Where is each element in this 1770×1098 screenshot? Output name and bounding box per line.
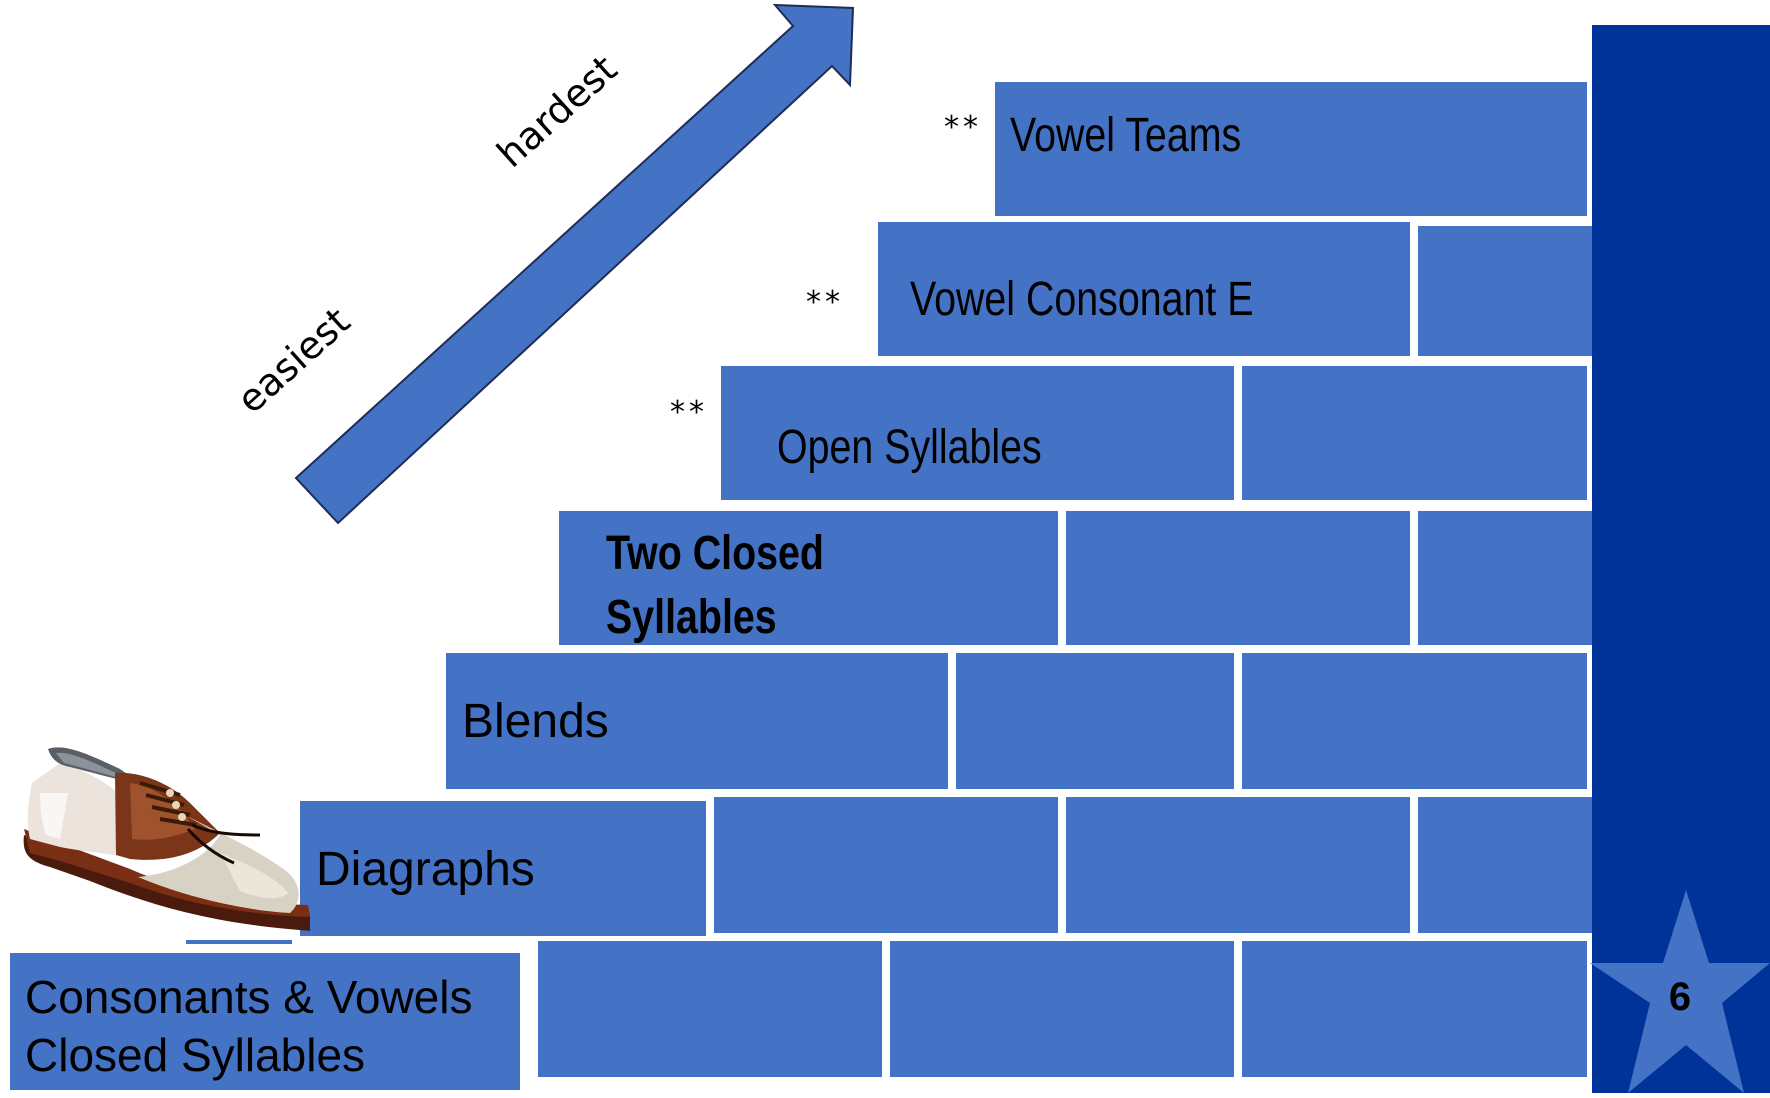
label-blends: Blends [462,695,609,748]
marker-vowel-teams: ** [944,110,982,145]
label-two-closed-line1: Two Closed [606,527,824,580]
brick-vce [878,222,1410,356]
marker-vce: ** [806,285,844,320]
label-vce: Vowel Consonant E [910,273,1254,326]
brick-ledge [186,940,292,944]
brick-row7-b [538,941,882,1077]
label-base-line1: Consonants & Vowels [25,971,473,1023]
marker-open: ** [670,395,708,430]
brick-row6-c [1066,797,1410,933]
label-vowel-teams: Vowel Teams [1010,109,1242,162]
label-open: Open Syllables [777,421,1042,474]
brick-row7-c [890,941,1234,1077]
brick-row4-c [1418,511,1592,645]
brick-blends [446,653,948,789]
brick-row6-b [714,797,1058,933]
brick-open [721,366,1234,500]
brick-row3-b [1242,366,1587,500]
star-icon [1590,890,1770,1093]
brick-row5-c [1242,653,1587,789]
page-number: 6 [1668,975,1692,1019]
star-badge: 6 [1590,890,1770,1093]
brick-row4-b [1066,511,1410,645]
brick-row6-d [1418,797,1592,933]
brick-two-closed [559,511,1058,645]
brick-diagraphs [300,801,706,936]
brick-row7-d [1242,941,1587,1077]
brick-vowel-teams [995,82,1587,216]
label-base-line2: Closed Syllables [25,1029,366,1081]
label-two-closed-line2: Syllables [606,591,777,644]
brick-base [10,953,520,1090]
label-diagraphs: Diagraphs [316,843,535,896]
saddle-shoe-icon [23,747,310,931]
brick-row2-b [1418,226,1592,356]
brick-row5-b [956,653,1234,789]
